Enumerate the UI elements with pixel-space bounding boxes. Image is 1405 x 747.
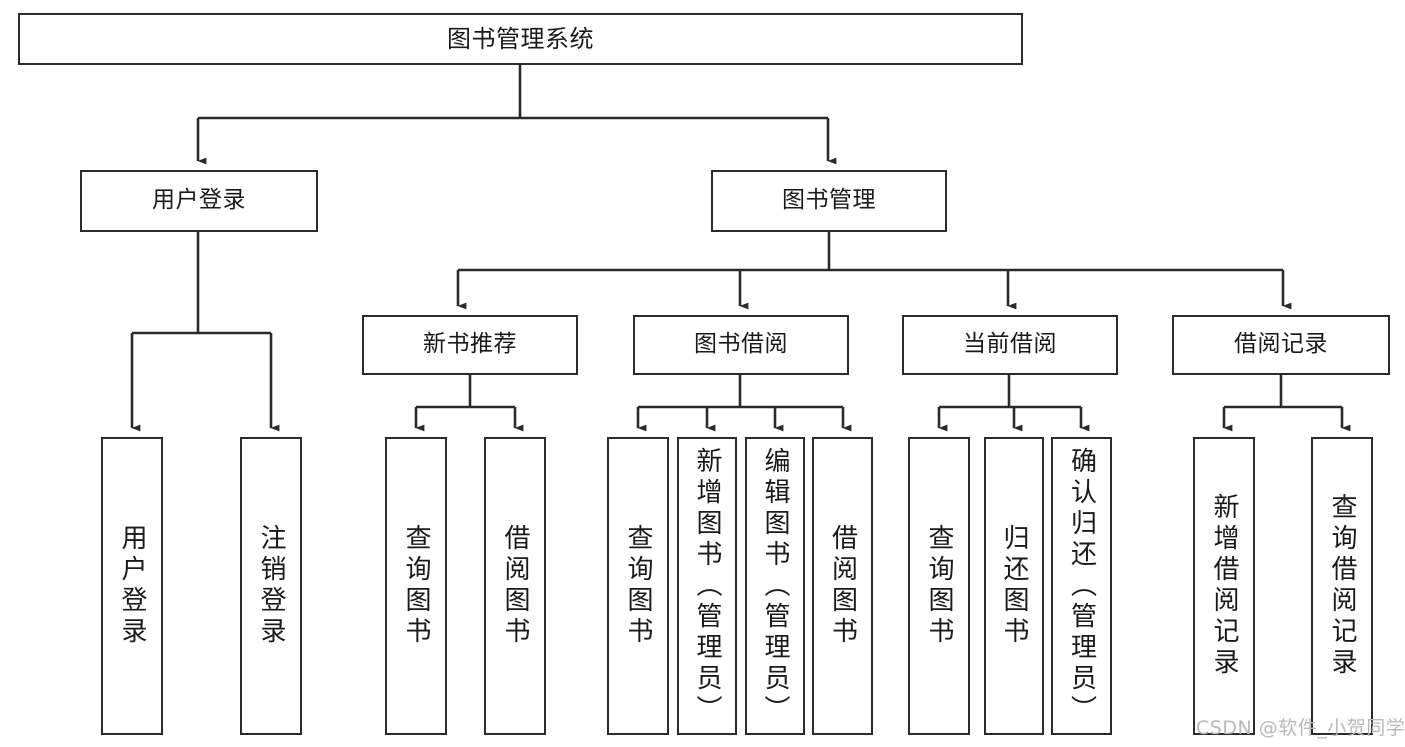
node-label: 用户登录: [152, 187, 246, 214]
node-label: 查询借阅记录: [1327, 493, 1357, 679]
node-label: 查询图书: [924, 524, 954, 648]
node-label: 图书管理: [782, 187, 876, 214]
node-leaf_query_book_1[interactable]: 查询图书: [385, 437, 447, 735]
node-label: 借阅图书: [500, 524, 530, 648]
node-current_borrow[interactable]: 当前借阅: [902, 315, 1118, 375]
node-label: 注销登录: [256, 524, 286, 648]
node-book_manage[interactable]: 图书管理: [711, 170, 947, 232]
node-new_book_rec[interactable]: 新书推荐: [362, 315, 578, 375]
node-book_borrow[interactable]: 图书借阅: [633, 315, 849, 375]
node-label: 归还图书: [999, 524, 1029, 648]
node-label: 确认归还（管理员）: [1066, 447, 1097, 726]
node-leaf_logout[interactable]: 注销登录: [240, 437, 302, 735]
node-leaf_return_book[interactable]: 归还图书: [984, 437, 1044, 735]
node-leaf_edit_book[interactable]: 编辑图书（管理员）: [745, 437, 805, 735]
node-leaf_add_record[interactable]: 新增借阅记录: [1193, 437, 1255, 735]
node-label: 当前借阅: [963, 331, 1057, 358]
node-label: 借阅记录: [1234, 331, 1328, 358]
node-leaf_query_book_2[interactable]: 查询图书: [607, 437, 669, 735]
node-label: 新书推荐: [423, 331, 517, 358]
node-leaf_confirm_return[interactable]: 确认归还（管理员）: [1051, 437, 1112, 735]
node-borrow_record[interactable]: 借阅记录: [1172, 315, 1390, 375]
node-leaf_query_book_3[interactable]: 查询图书: [908, 437, 970, 735]
node-label: 新增图书（管理员）: [692, 447, 722, 726]
node-label: 查询图书: [401, 524, 431, 648]
node-label: 新增借阅记录: [1209, 493, 1239, 679]
node-root-system[interactable]: 图书管理系统: [18, 13, 1023, 65]
node-leaf_user_login[interactable]: 用户登录: [101, 437, 163, 735]
node-leaf_borrow_book_2[interactable]: 借阅图书: [812, 437, 873, 735]
node-user_login[interactable]: 用户登录: [80, 170, 318, 232]
edges-group: [130, 65, 1351, 432]
node-leaf_add_book[interactable]: 新增图书（管理员）: [677, 437, 737, 735]
node-leaf_query_record[interactable]: 查询借阅记录: [1311, 437, 1373, 735]
node-label: 图书借阅: [694, 331, 788, 358]
node-label: 图书管理系统: [447, 24, 594, 53]
node-label: 用户登录: [117, 524, 147, 648]
node-leaf_borrow_book_1[interactable]: 借阅图书: [484, 437, 546, 735]
node-label: 查询图书: [623, 524, 653, 648]
node-label: 编辑图书（管理员）: [760, 447, 790, 726]
node-label: 借阅图书: [827, 524, 858, 648]
